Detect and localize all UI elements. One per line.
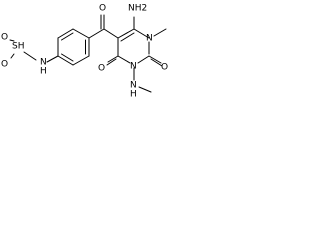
bond-n3-c4 xyxy=(117,55,131,64)
bond-carbonyl-c5 xyxy=(103,28,119,39)
bond-n-ring xyxy=(46,55,59,63)
atom-labels: O SH O N H O NH2 N O O N N H xyxy=(1,4,168,99)
bond-s-o-lower xyxy=(10,53,15,59)
atom-sulfur-hydrogen: SH xyxy=(12,42,24,52)
bond-c2-o-double xyxy=(150,58,163,67)
atom-hydrazine-hydrogen: H xyxy=(130,90,137,99)
bond-c4-o xyxy=(107,55,119,63)
bond-c5-c6-double xyxy=(120,32,135,42)
bond-n1-methyl xyxy=(153,28,167,37)
bond-benzene-inner-3 xyxy=(61,53,74,62)
bond-benzene-6 xyxy=(57,55,74,66)
bond-c2-o xyxy=(148,55,162,64)
bond-s-o-upper xyxy=(9,39,15,42)
bonds xyxy=(9,14,167,93)
atom-carbonyl-oxygen-bottom: O xyxy=(98,64,105,74)
bond-c2-n3 xyxy=(137,55,150,64)
atom-oxygen-sulfonyl-1: O xyxy=(1,33,8,43)
bond-c6-n1 xyxy=(133,28,150,39)
bond-benzene-2 xyxy=(57,28,74,39)
bond-benzene-3 xyxy=(72,28,90,39)
atom-ketone-oxygen: O xyxy=(99,4,106,14)
bond-ring-carbonyl xyxy=(88,28,105,39)
bond-nh-methyl xyxy=(138,86,152,93)
atom-amino-group: NH2 xyxy=(128,4,147,14)
bond-benzene-5 xyxy=(72,55,90,66)
atom-hydrazine-nitrogen: N xyxy=(130,81,137,91)
bond-c4-o-double xyxy=(106,58,117,66)
chemical-structure-diagram: O SH O N H O NH2 N O O N N H xyxy=(1,4,168,99)
atom-ring-nitrogen-methyl: N xyxy=(146,34,153,44)
bond-benzene-inner-1 xyxy=(61,32,74,41)
bond-c5-c6 xyxy=(117,28,135,39)
atom-amide-nitrogen: N xyxy=(40,58,47,68)
bond-s-n xyxy=(23,51,37,61)
atom-carbonyl-oxygen-right: O xyxy=(161,63,168,73)
atom-oxygen-sulfonyl-2: O xyxy=(1,60,8,70)
atom-ring-nitrogen-bottom: N xyxy=(130,62,137,72)
atom-amide-hydrogen: H xyxy=(40,67,47,77)
